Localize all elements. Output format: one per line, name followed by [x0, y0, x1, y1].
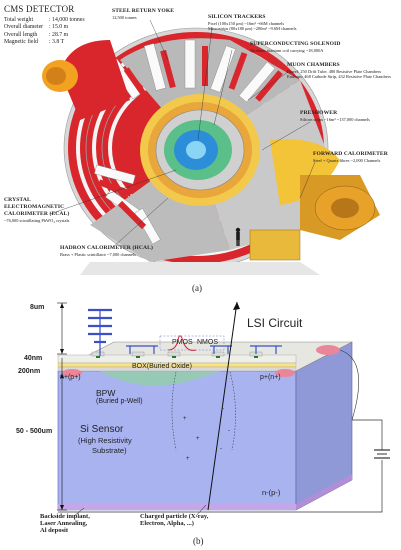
label-n-minus: n-(p-)	[262, 488, 281, 497]
svg-text:+: +	[183, 416, 187, 422]
dim-200nm: 200nm	[18, 368, 41, 375]
label-preshower-sub: Silicon strips ~16m² ~137,000 channels	[300, 117, 370, 122]
spec-key: Overall diameter	[4, 24, 44, 31]
svg-text:-: -	[222, 406, 224, 412]
svg-text:+: +	[196, 436, 200, 442]
label-tracker-sub2: Microstrips (80x180 μm) ~200m² ~9.6M cha…	[208, 26, 297, 31]
spec-value: : 15.0 m	[49, 24, 69, 31]
spec-value: : 14,000 tonnes	[49, 16, 85, 23]
specs-box: CMS DETECTOR Total weight : 14,000 tonnes…	[4, 4, 85, 47]
label-si-sensor: Si Sensor	[80, 424, 124, 435]
label-particle-1: Charged particle (X-ray,	[140, 513, 209, 520]
label-backside-2: Laser Annealing,	[40, 520, 88, 527]
label-backside-1: Backside implant,	[40, 513, 90, 520]
label-np-left: n+(p+)	[60, 374, 81, 381]
specs-row: Overall diameter : 15.0 m	[4, 24, 85, 32]
dim-40nm: 40nm	[24, 355, 43, 362]
svg-text:-: -	[228, 428, 230, 434]
svg-text:-: -	[220, 446, 222, 452]
specs-row: Total weight : 14,000 tonnes	[4, 17, 85, 25]
caption-b: (b)	[193, 536, 204, 546]
label-sensor-sub2: Substrate)	[92, 446, 127, 455]
spec-key: Overall length	[4, 31, 38, 38]
label-ecal-title1: CRYSTAL	[4, 197, 31, 203]
label-hcal-title: HADRON CALORIMETER (HCAL)	[60, 245, 153, 251]
label-backside-3: Al deposit	[40, 527, 68, 534]
label-pmos: PMOS	[172, 339, 193, 346]
specs-row: Overall length : 28.7 m	[4, 32, 85, 40]
label-yoke-title: STEEL RETURN YOKE	[112, 8, 175, 14]
specs-title: CMS DETECTOR	[4, 4, 75, 14]
caption-a: (a)	[192, 283, 202, 293]
label-nmos: NMOS	[197, 339, 218, 346]
label-hcal-sub: Brass + Plastic scintillator ~7,000 chan…	[60, 252, 136, 257]
label-preshower-title: PRESHOWER	[300, 110, 338, 116]
spec-key: Total weight	[4, 16, 34, 23]
label-ecal-title3: CALORIMETER (ECAL)	[4, 211, 70, 217]
label-forward-title: FORWARD CALORIMETER	[313, 151, 388, 157]
cms-detector-illustration	[42, 19, 380, 275]
label-sensor-sub1: (High Resistivity	[78, 436, 132, 445]
label-muon-title: MUON CHAMBERS	[287, 62, 340, 68]
dim-8um: 8um	[30, 304, 45, 311]
label-tracker-title: SILICON TRACKERS	[208, 14, 266, 20]
label-particle-2: Electron, Alpha, ...)	[140, 520, 194, 527]
spec-key: Magnetic field	[4, 39, 38, 46]
label-ecal-title2: ELECTROMAGNETIC	[4, 204, 65, 210]
label-tracker-sub1: Pixel (100x150 μm) ~16m² ~66M channels	[208, 21, 285, 26]
specs-row: Magnetic field : 3.8 T	[4, 39, 85, 47]
label-ecal-sub: ~76,000 scintillating PbWO₄ crystals	[4, 218, 70, 223]
label-solenoid-sub: Niobium titanium coil carrying ~18,000A	[250, 48, 324, 53]
label-lsi-circuit: LSI Circuit	[247, 316, 303, 330]
spec-value: : 28.7 m	[49, 31, 69, 38]
label-bpw: BPW	[96, 388, 116, 398]
label-bpw-sub: (Buried p-Well)	[96, 398, 143, 405]
label-pn-right: p+(n+)	[260, 374, 281, 381]
dim-50-500um: 50 - 500um	[16, 428, 53, 435]
label-forward-sub: Steel + Quartz fibres ~2,000 Channels	[313, 158, 381, 163]
cms-detector-figure: CMS DETECTOR Total weight : 14,000 tonnes…	[4, 4, 391, 275]
soi-pixel-cross-section: + + + - - -	[57, 301, 390, 517]
label-solenoid-title: SUPERCONDUCTING SOLENOID	[250, 41, 341, 47]
soi-sensor-figure: + + + - - - 8um 40nm 200nm	[0, 300, 401, 534]
label-muon-sub1: Barrel: 250 Drift Tube, 480 Resistive Pl…	[287, 69, 382, 74]
label-muon-sub2: Endcaps: 468 Cathode Strip, 432 Resistiv…	[287, 74, 391, 79]
spec-value: : 3.8 T	[49, 39, 65, 46]
label-box: BOX(Buried Oxide)	[132, 363, 192, 370]
specs-table: Total weight : 14,000 tonnes Overall diam…	[4, 17, 85, 47]
svg-text:+: +	[186, 456, 190, 462]
label-yoke-sub: 12,500 tonnes	[112, 15, 137, 20]
